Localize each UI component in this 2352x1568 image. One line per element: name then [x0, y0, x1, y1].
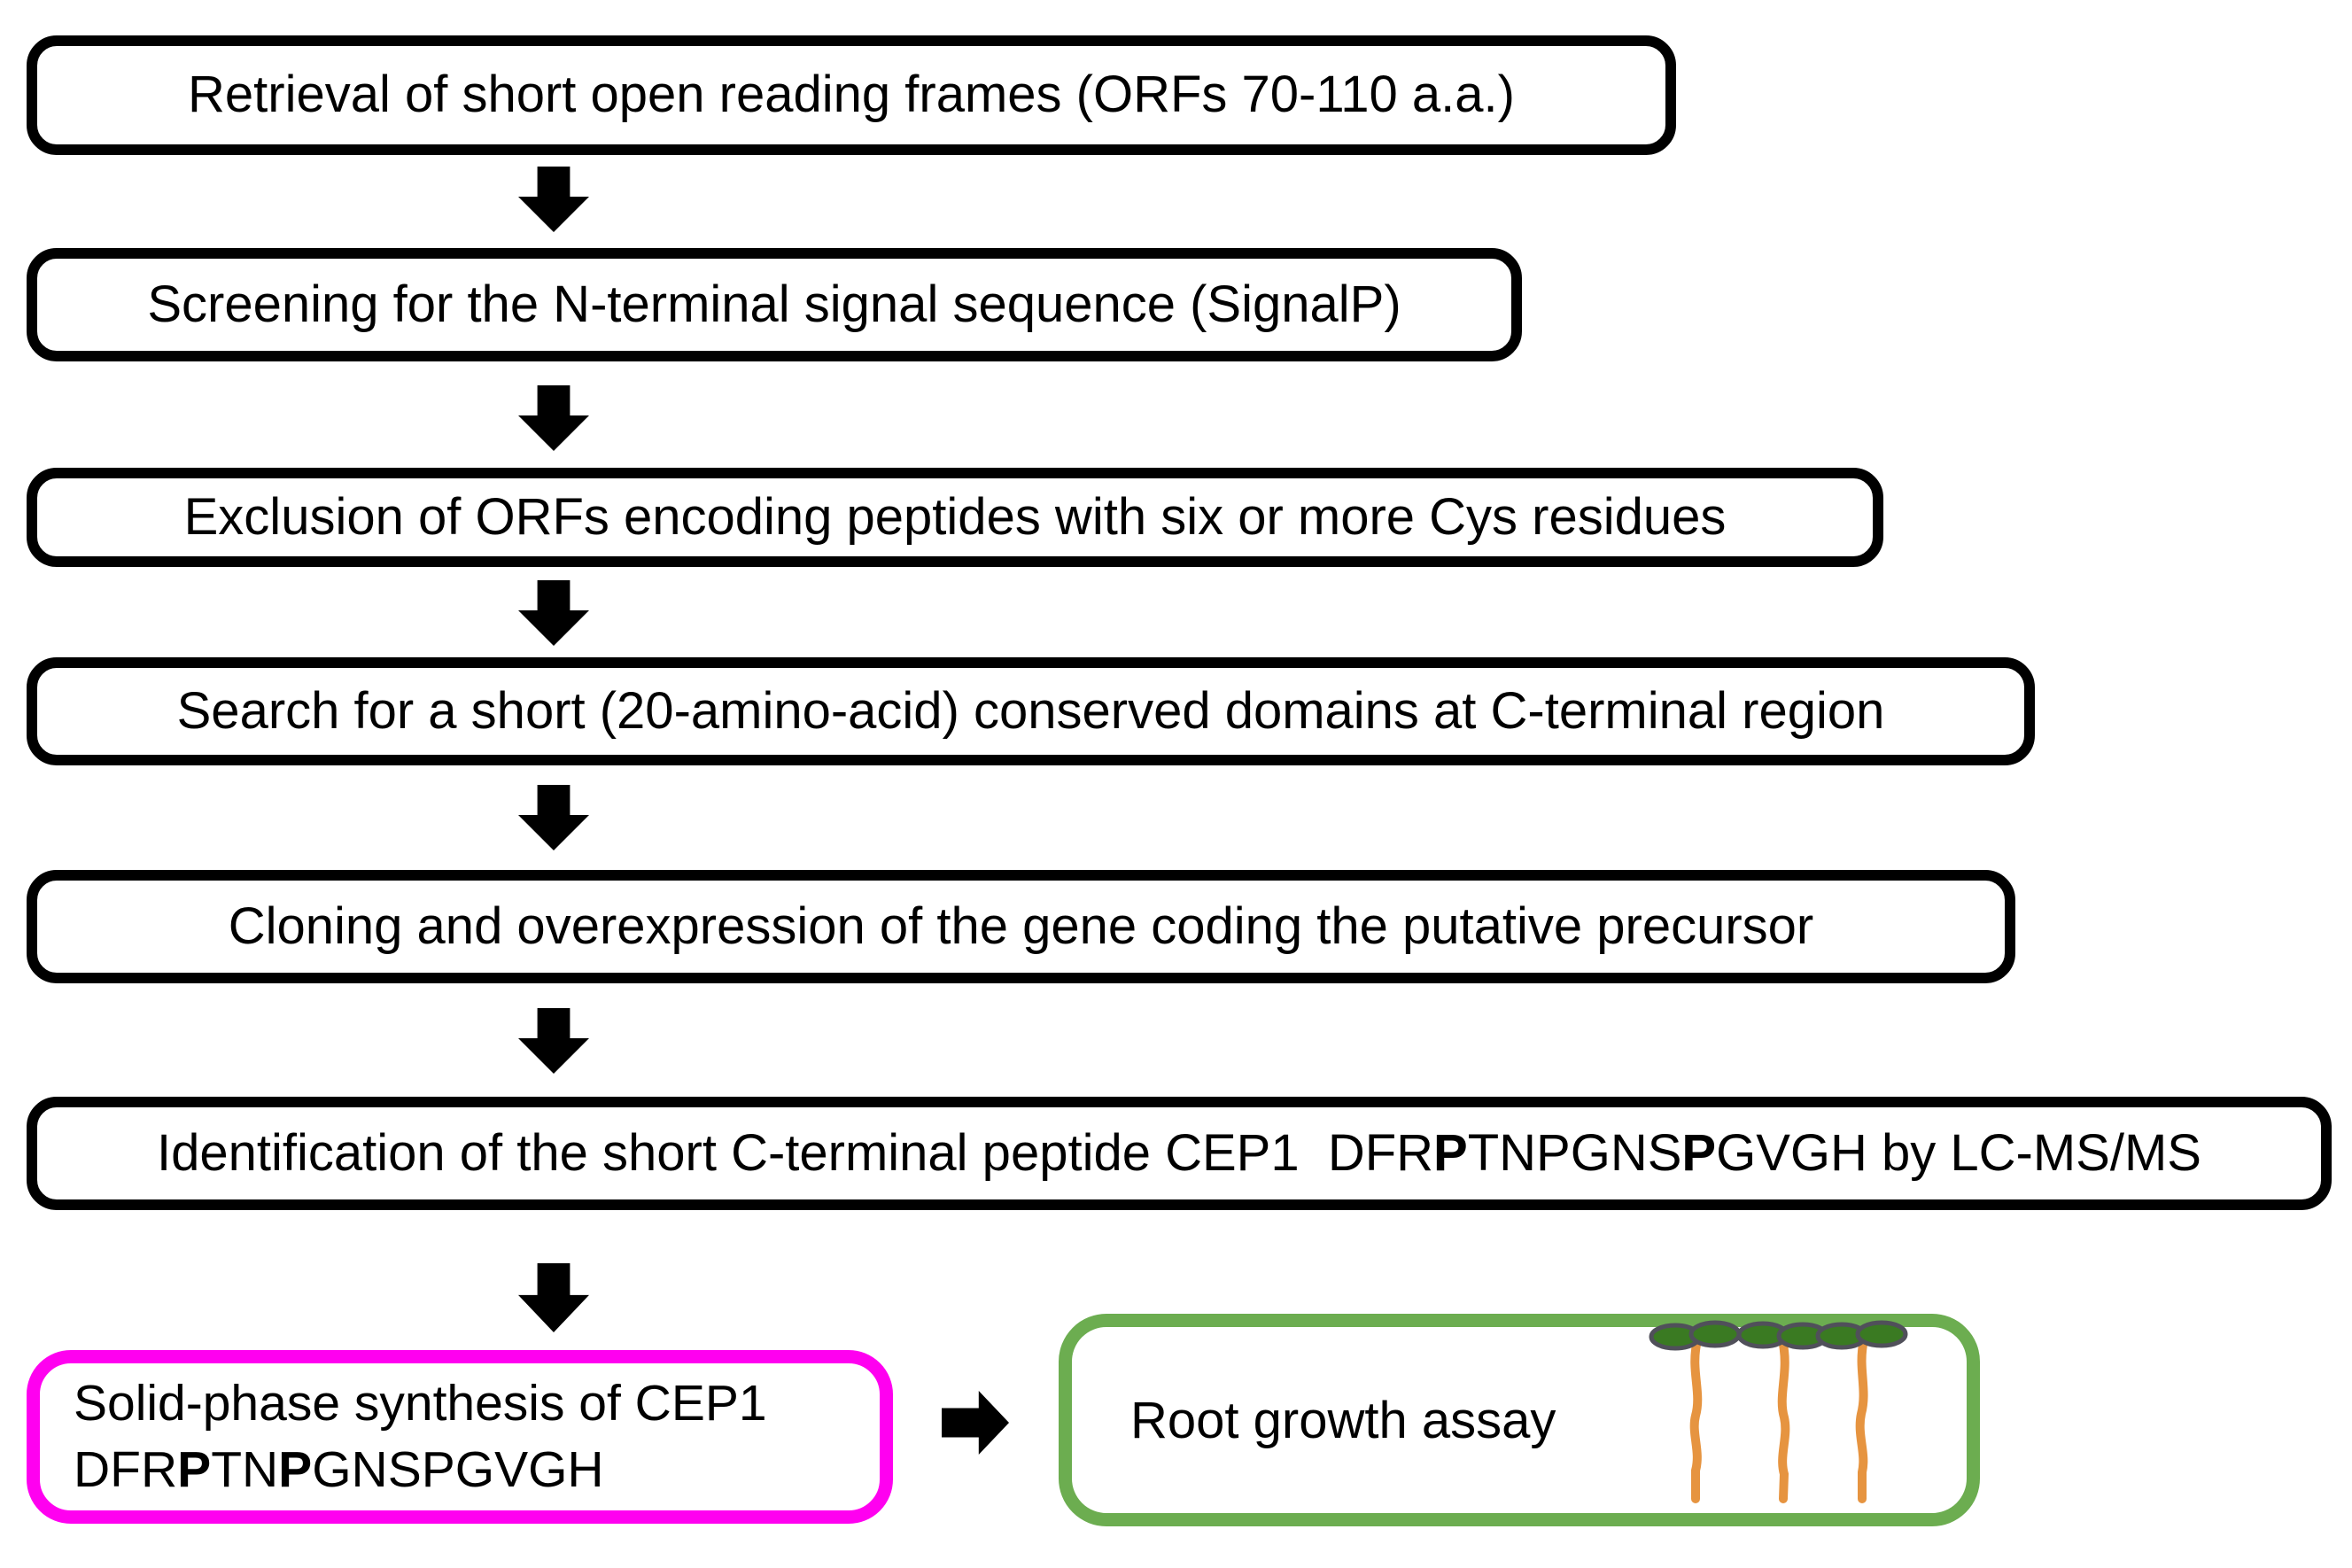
- right-arrow-icon: [942, 1391, 1009, 1455]
- step-label: Exclusion of ORFs encoding peptides with…: [183, 487, 1727, 546]
- down-arrow-icon: [518, 385, 589, 451]
- step-label: Identification of the short C-terminal p…: [157, 1123, 2201, 1182]
- step-box-conserved-domain-search: Search for a short (20-amino-acid) conse…: [27, 657, 2035, 765]
- synthesis-line1: Solid-phase synthesis of CEP1: [74, 1374, 767, 1432]
- step-box-cloning-overexpression: Cloning and overexpression of the gene c…: [27, 870, 2015, 983]
- step-label: Screening for the N-terminal signal sequ…: [147, 275, 1401, 333]
- step-box-retrieval-orfs: Retrieval of short open reading frames (…: [27, 35, 1676, 155]
- step-box-cys-exclusion: Exclusion of ORFs encoding peptides with…: [27, 468, 1883, 567]
- synthesis-peptide: DFRPTNPGNSPGVGH: [74, 1441, 604, 1498]
- assay-label: Root growth assay: [1130, 1391, 1556, 1449]
- down-arrow-icon: [518, 785, 589, 850]
- down-arrow-icon: [518, 580, 589, 646]
- step-box-signal-screening: Screening for the N-terminal signal sequ…: [27, 248, 1522, 361]
- down-arrow-icon: [518, 1008, 589, 1074]
- step-box-lcms-identification: Identification of the short C-terminal p…: [27, 1097, 2332, 1210]
- step-label: Search for a short (20-amino-acid) conse…: [176, 681, 1885, 740]
- step-label: Cloning and overexpression of the gene c…: [228, 897, 1814, 955]
- step-label: Retrieval of short open reading frames (…: [188, 66, 1515, 124]
- synthesis-box: Solid-phase synthesis of CEP1 DFRPTNPGNS…: [27, 1350, 893, 1524]
- seedling-icon: [1815, 1320, 1908, 1503]
- seedling-icon: [1649, 1320, 1742, 1503]
- down-arrow-icon: [518, 1263, 589, 1332]
- root-growth-assay-box: Root growth assay: [1059, 1314, 1980, 1526]
- down-arrow-icon: [518, 167, 589, 232]
